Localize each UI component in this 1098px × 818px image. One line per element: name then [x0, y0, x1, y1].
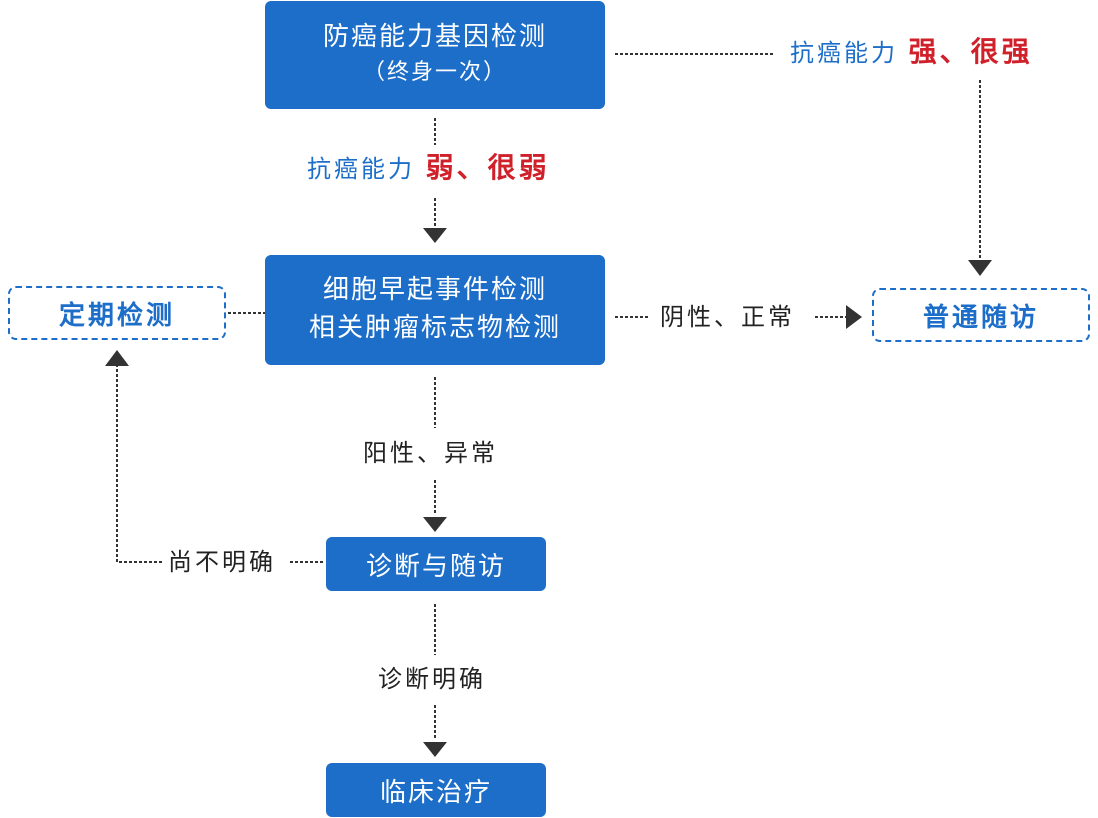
connector-unclear-to-regular [116, 365, 162, 563]
treatment-node: 临床治疗 [326, 763, 546, 817]
cell-test-node: 细胞早起事件检测 相关肿瘤标志物检测 [265, 255, 605, 365]
regular-check-node: 定期检测 [8, 286, 226, 340]
diagnosis-node: 诊断与随访 [326, 537, 546, 591]
label-positive: 阳性、异常 [363, 439, 498, 467]
diagnosis-label: 诊断与随访 [365, 551, 506, 582]
label-unclear: 尚不明确 [168, 548, 276, 576]
label-strong: 抗癌能力 强、很强 [790, 38, 1033, 66]
label-strong-prefix: 抗癌能力 [790, 39, 898, 67]
arrowhead-down-cell [423, 228, 447, 243]
label-strong-value: 强、很强 [908, 35, 1033, 68]
cell-test-line2: 相关肿瘤标志物检测 [308, 313, 561, 343]
treatment-label: 临床治疗 [379, 777, 492, 808]
cell-test-line1: 细胞早起事件检测 [322, 275, 547, 306]
arrowhead-down-diagnosis [423, 517, 447, 532]
gene-test-subtitle: （终身一次） [362, 60, 507, 86]
gene-test-node: 防癌能力基因检测 （终身一次） [265, 1, 605, 109]
label-weak: 抗癌能力 弱、很弱 [307, 154, 550, 182]
arrowhead-down-treatment [423, 742, 447, 757]
label-confirmed: 诊断明确 [378, 665, 486, 693]
arrowhead-right-followup [846, 305, 862, 329]
label-negative: 阴性、正常 [660, 303, 795, 331]
label-weak-prefix: 抗癌能力 [307, 155, 415, 183]
normal-followup-label: 普通随访 [922, 302, 1039, 333]
arrowhead-up-regular [105, 350, 129, 366]
arrowhead-down-followup [968, 260, 992, 276]
regular-check-label: 定期检测 [58, 300, 175, 331]
gene-test-title: 防癌能力基因检测 [322, 21, 547, 52]
label-weak-value: 弱、很弱 [425, 151, 550, 184]
normal-followup-node: 普通随访 [872, 288, 1090, 342]
